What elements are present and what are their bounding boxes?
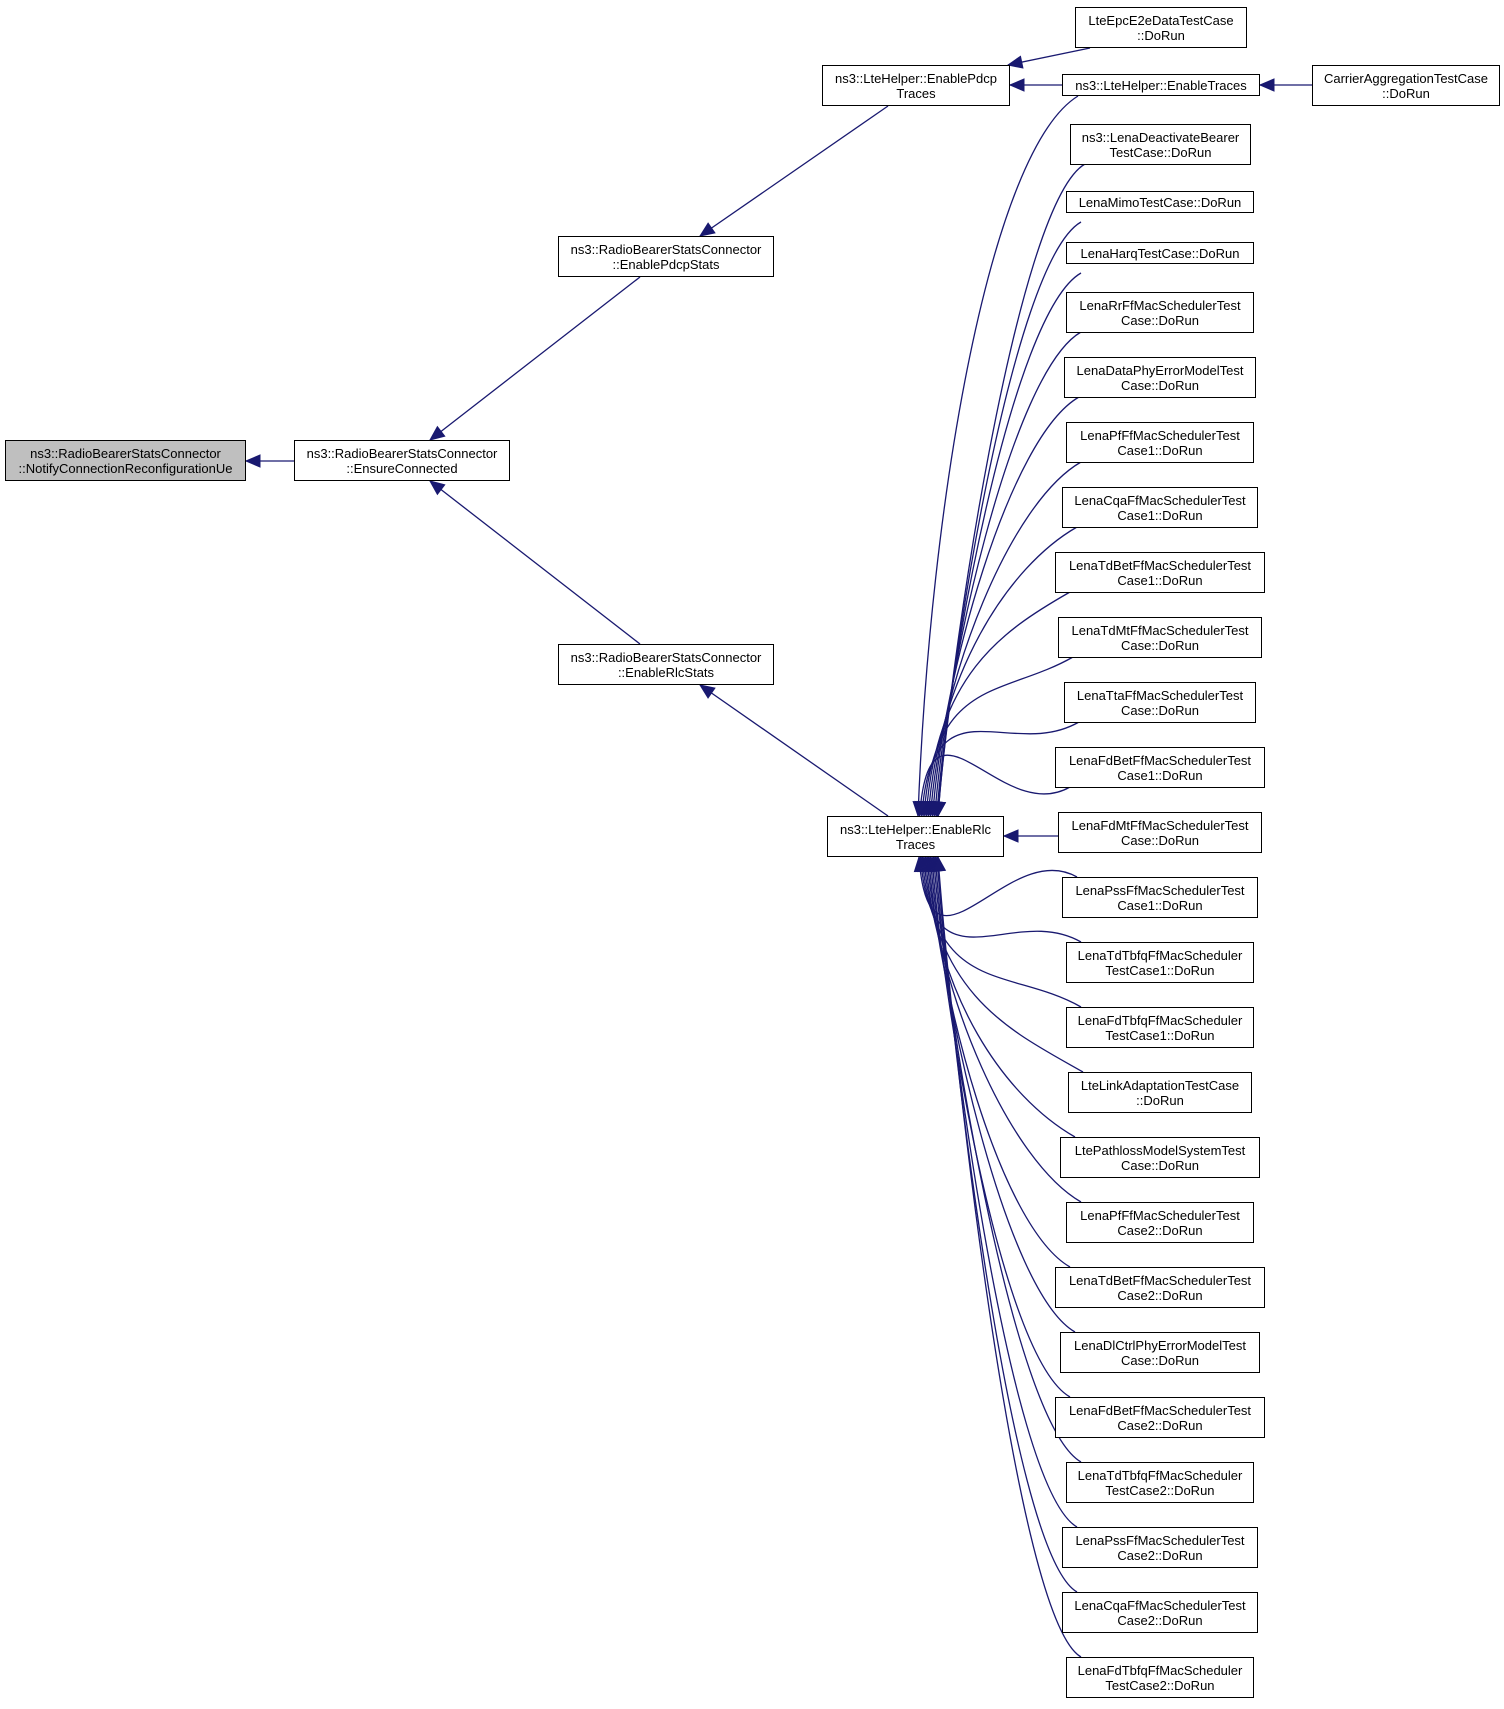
node-caller-lena-pss-ff-mac-2[interactable]: LenaPssFfMacSchedulerTest Case2::DoRun xyxy=(1062,1527,1258,1568)
edge-caller-3-to-enable-rlc-traces xyxy=(934,331,1082,817)
node-caller-lena-td-tbfq-ff-mac-1[interactable]: LenaTdTbfqFfMacScheduler TestCase1::DoRu… xyxy=(1066,942,1254,983)
edge-caller-8-to-enable-rlc-traces xyxy=(923,656,1074,817)
edge-caller-7-to-enable-rlc-traces xyxy=(925,591,1071,817)
edge-caller-22-to-enable-rlc-traces xyxy=(934,856,1078,1528)
edge-carrier-aggregation-to-enable-traces-arrowhead xyxy=(1258,78,1275,92)
node-caller-lena-rr-ff-mac[interactable]: LenaRrFfMacSchedulerTest Case::DoRun xyxy=(1066,292,1254,333)
edge-enable-pdcp-traces-to-enable-pdcp-stats xyxy=(699,105,889,237)
node-caller-lena-dl-ctrl-phy-error[interactable]: LenaDlCtrlPhyErrorModelTest Case::DoRun xyxy=(1060,1332,1260,1373)
node-caller-lena-fd-tbfq-ff-mac-2[interactable]: LenaFdTbfqFfMacScheduler TestCase2::DoRu… xyxy=(1066,1657,1254,1698)
node-caller-lena-pss-ff-mac-1[interactable]: LenaPssFfMacSchedulerTest Case1::DoRun xyxy=(1062,877,1258,918)
edge-ensure-connected-to-root-arrowhead xyxy=(244,454,261,468)
node-caller-lena-deactivate-bearer[interactable]: ns3::LenaDeactivateBearer TestCase::DoRu… xyxy=(1070,124,1251,165)
node-caller-lena-cqa-ff-mac-1[interactable]: LenaCqaFfMacSchedulerTest Case1::DoRun xyxy=(1062,487,1258,528)
edge-enable-pdcp-traces-to-enable-pdcp-stats-arrowhead xyxy=(698,222,716,237)
node-notify-connection-reconfiguration-ue: ns3::RadioBearerStatsConnector ::NotifyC… xyxy=(5,440,246,481)
node-caller-lena-cqa-ff-mac-2[interactable]: LenaCqaFfMacSchedulerTest Case2::DoRun xyxy=(1062,1592,1258,1633)
edge-caller-20-to-enable-rlc-traces xyxy=(931,856,1071,1398)
node-caller-lena-fd-tbfq-ff-mac-1[interactable]: LenaFdTbfqFfMacScheduler TestCase1::DoRu… xyxy=(1066,1007,1254,1048)
edge-caller-14-to-enable-rlc-traces xyxy=(921,856,1082,1008)
edge-enable-rlc-stats-to-ensure-connected xyxy=(429,480,641,645)
node-caller-lte-link-adaptation[interactable]: LteLinkAdaptationTestCase ::DoRun xyxy=(1068,1072,1252,1113)
node-caller-lena-mimo[interactable]: LenaMimoTestCase::DoRun xyxy=(1066,191,1254,213)
edge-enable-rlc-traces-to-enable-rlc-stats xyxy=(699,684,889,817)
node-caller-lte-pathloss-model-system[interactable]: LtePathlossModelSystemTest Case::DoRun xyxy=(1060,1137,1260,1178)
edge-caller-21-to-enable-rlc-traces xyxy=(932,856,1082,1463)
edge-caller-18-to-enable-rlc-traces xyxy=(928,856,1071,1268)
edge-caller-9-to-enable-rlc-traces xyxy=(921,721,1080,817)
node-enable-pdcp-traces[interactable]: ns3::LteHelper::EnablePdcp Traces xyxy=(822,65,1010,106)
node-carrier-aggregation-test-case[interactable]: CarrierAggregationTestCase ::DoRun xyxy=(1312,65,1500,106)
edge-caller-23-to-enable-rlc-traces xyxy=(936,856,1078,1593)
node-caller-lena-tta-ff-mac[interactable]: LenaTtaFfMacSchedulerTest Case::DoRun xyxy=(1064,682,1256,723)
edge-enable-pdcp-stats-to-ensure-connected xyxy=(429,276,641,441)
edge-caller-24-to-enable-rlc-traces xyxy=(937,856,1082,1658)
edge-caller-4-to-enable-rlc-traces xyxy=(931,396,1080,817)
edge-caller-2-to-enable-rlc-traces xyxy=(936,272,1082,817)
node-caller-lena-harq[interactable]: LenaHarqTestCase::DoRun xyxy=(1066,242,1254,264)
edge-caller-11-to-enable-rlc-traces-arrowhead xyxy=(1002,829,1019,843)
edge-caller-6-to-enable-rlc-traces xyxy=(927,526,1078,817)
node-caller-lena-pf-ff-mac-2[interactable]: LenaPfFfMacSchedulerTest Case2::DoRun xyxy=(1066,1202,1254,1243)
node-caller-lena-td-bet-ff-mac-2[interactable]: LenaTdBetFfMacSchedulerTest Case2::DoRun xyxy=(1055,1267,1265,1308)
edge-enable-rlc-traces-to-enable-rlc-stats-arrowhead xyxy=(698,684,716,699)
edge-caller-16-to-enable-rlc-traces xyxy=(924,856,1076,1138)
node-caller-lena-fd-bet-ff-mac-1[interactable]: LenaFdBetFfMacSchedulerTest Case1::DoRun xyxy=(1055,747,1265,788)
node-caller-lena-td-tbfq-ff-mac-2[interactable]: LenaTdTbfqFfMacScheduler TestCase2::DoRu… xyxy=(1066,1462,1254,1503)
edge-caller-12-to-enable-rlc-traces xyxy=(918,856,1078,917)
edge-caller-1-to-enable-rlc-traces xyxy=(937,221,1082,817)
edge-caller-10-to-enable-rlc-traces-arrowhead xyxy=(914,800,928,818)
node-caller-lena-pf-ff-mac-1[interactable]: LenaPfFfMacSchedulerTest Case1::DoRun xyxy=(1066,422,1254,463)
node-lte-epc-e2e-data-test-case[interactable]: LteEpcE2eDataTestCase ::DoRun xyxy=(1075,7,1247,48)
node-caller-lena-data-phy-error[interactable]: LenaDataPhyErrorModelTest Case::DoRun xyxy=(1064,357,1256,398)
edge-enable-pdcp-stats-to-ensure-connected-arrowhead xyxy=(428,425,446,441)
node-enable-pdcp-stats[interactable]: ns3::RadioBearerStatsConnector ::EnableP… xyxy=(558,236,774,277)
node-ensure-connected[interactable]: ns3::RadioBearerStatsConnector ::EnsureC… xyxy=(294,440,510,481)
edge-caller-10-to-enable-rlc-traces xyxy=(918,754,1071,817)
node-enable-rlc-stats[interactable]: ns3::RadioBearerStatsConnector ::EnableR… xyxy=(558,644,774,685)
edge-caller-24-to-enable-rlc-traces-arrowhead xyxy=(932,855,947,873)
node-caller-lena-td-mt-ff-mac[interactable]: LenaTdMtFfMacSchedulerTest Case::DoRun xyxy=(1058,617,1262,658)
edge-lte-epc-e2e-to-enable-pdcp-traces-arrowhead xyxy=(1006,55,1024,69)
node-caller-lena-fd-mt-ff-mac[interactable]: LenaFdMtFfMacSchedulerTest Case::DoRun xyxy=(1058,812,1262,853)
node-caller-lena-fd-bet-ff-mac-2[interactable]: LenaFdBetFfMacSchedulerTest Case2::DoRun xyxy=(1055,1397,1265,1438)
node-enable-rlc-traces[interactable]: ns3::LteHelper::EnableRlc Traces xyxy=(827,816,1004,857)
edge-enable-rlc-stats-to-ensure-connected-arrowhead xyxy=(428,480,446,496)
edge-enable-traces-to-enable-rlc-traces xyxy=(917,95,1079,817)
edge-caller-19-to-enable-rlc-traces xyxy=(929,856,1076,1333)
edge-caller-17-to-enable-rlc-traces xyxy=(926,856,1082,1203)
node-enable-traces[interactable]: ns3::LteHelper::EnableTraces xyxy=(1062,74,1260,96)
edge-caller-13-to-enable-rlc-traces xyxy=(919,856,1082,943)
node-caller-lena-td-bet-ff-mac-1[interactable]: LenaTdBetFfMacSchedulerTest Case1::DoRun xyxy=(1055,552,1265,593)
edge-enable-traces-to-enable-pdcp-traces-arrowhead xyxy=(1008,78,1025,92)
